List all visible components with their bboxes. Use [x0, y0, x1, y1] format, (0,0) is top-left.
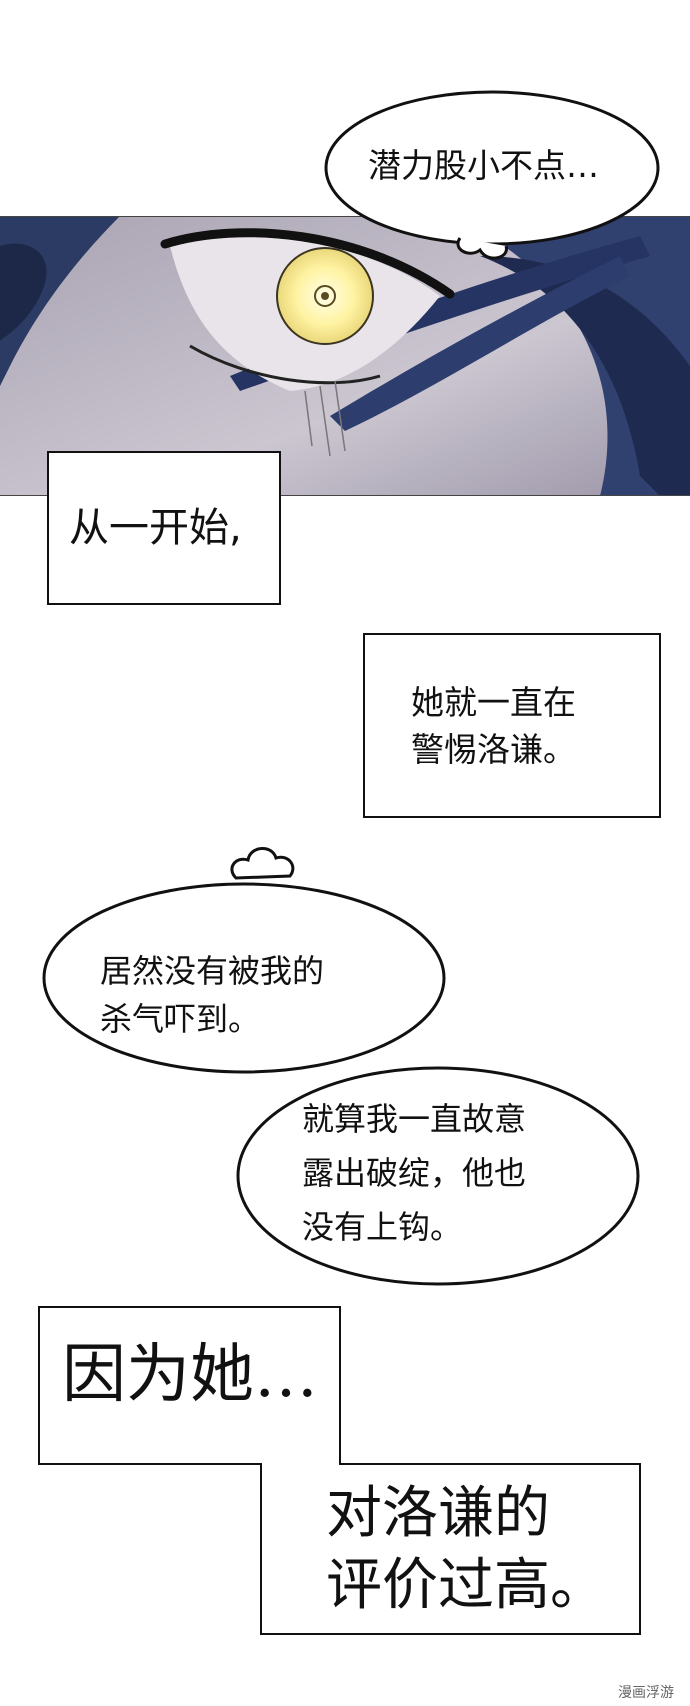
narration-box-2-text: 她就一直在 警惕洛谦。 [411, 682, 576, 769]
speech-lower-text: 就算我一直故意 露出破绽，他也 没有上钩。 [302, 1100, 527, 1246]
narration-big-frame [38, 1306, 641, 1635]
narration-box-1: 从一开始, [47, 451, 281, 605]
narration-big-text-1: 因为她… [62, 1338, 318, 1412]
speech-middle-text: 居然没有被我的 杀气吓到。 [100, 952, 325, 1038]
narration-box-2: 她就一直在 警惕洛谦。 [363, 633, 661, 818]
speech-bubble-top [324, 90, 660, 260]
speech-bubble-middle [42, 847, 446, 1074]
speech-bubble-lower [236, 1066, 640, 1286]
speech-top-text: 潜力股小不点… [368, 146, 599, 185]
watermark: 漫画浮游 [618, 1685, 674, 1701]
narration-box-1-text: 从一开始, [69, 505, 242, 551]
narration-big-text-2: 对洛谦的 评价过高。 [326, 1481, 606, 1618]
eye-close-up-panel [0, 216, 690, 496]
